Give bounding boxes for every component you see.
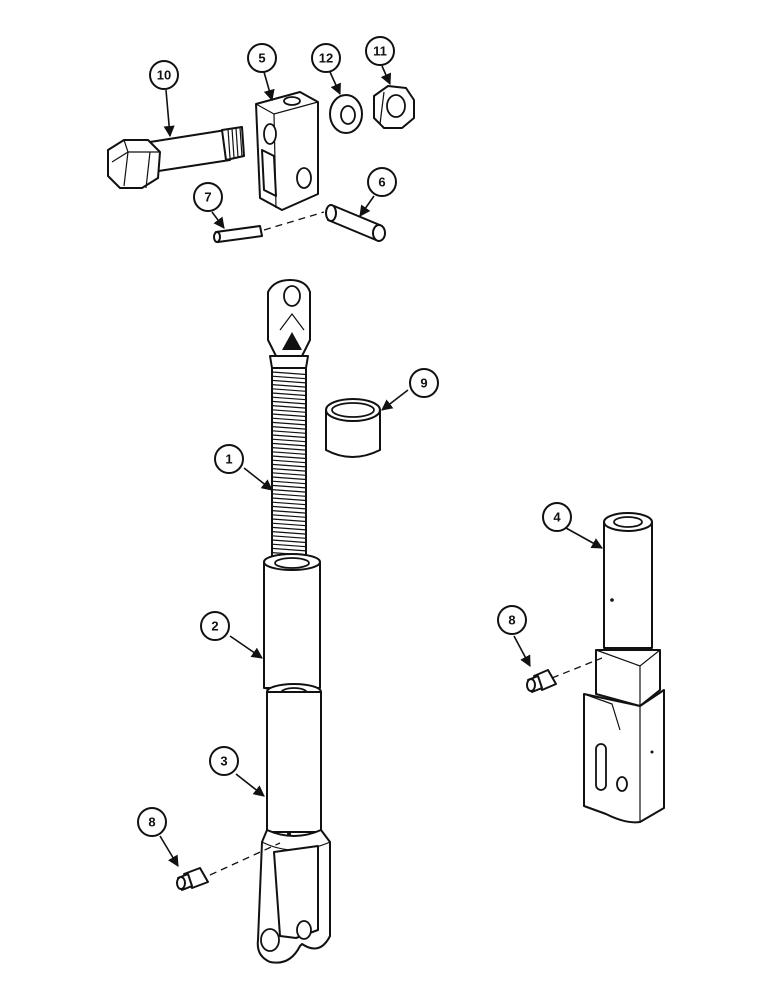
thread-line xyxy=(271,518,307,523)
thread-line xyxy=(271,493,307,497)
thread-line xyxy=(271,514,307,518)
thread-line xyxy=(271,388,307,392)
thread-line xyxy=(271,480,307,485)
callout-1: 1 xyxy=(214,444,244,474)
callout-11: 11 xyxy=(365,36,395,66)
thread-line xyxy=(271,531,307,535)
callout-7: 7 xyxy=(193,182,223,212)
thread-line xyxy=(271,526,307,531)
part-alt-clevis xyxy=(583,512,665,824)
thread-line xyxy=(271,539,307,544)
callout-10-label: 10 xyxy=(157,68,171,83)
thread-line xyxy=(271,463,307,468)
callout-8-right-label: 8 xyxy=(508,613,515,628)
thread-line xyxy=(271,409,307,413)
callout-3: 3 xyxy=(209,746,239,776)
callout-8-left: 8 xyxy=(137,807,167,837)
callout-4-label: 4 xyxy=(553,510,561,525)
thread-line xyxy=(271,371,307,376)
thread-line xyxy=(271,392,307,397)
part-bushing xyxy=(325,398,381,458)
thread-line xyxy=(271,505,307,510)
part-threaded-rod xyxy=(267,279,311,571)
callout-2: 2 xyxy=(200,611,230,641)
callout-3-label: 3 xyxy=(220,754,227,769)
thread-line xyxy=(271,497,307,502)
callout-12-label: 12 xyxy=(319,51,333,66)
callout-8-right: 8 xyxy=(497,605,527,635)
callout-leaders xyxy=(159,65,603,867)
thread-line xyxy=(271,489,307,493)
thread-line xyxy=(271,501,307,506)
callout-7-label: 7 xyxy=(204,190,211,205)
thread-line xyxy=(271,426,307,430)
callout-4: 4 xyxy=(542,502,572,532)
thread-line xyxy=(271,375,307,380)
callout-6-label: 6 xyxy=(378,175,385,190)
thread-line xyxy=(271,459,307,464)
part-lower-clevis xyxy=(256,683,331,964)
callout-10: 10 xyxy=(149,60,179,90)
callout-5: 5 xyxy=(247,43,277,73)
thread-line xyxy=(271,438,307,443)
callout-12: 12 xyxy=(311,43,341,73)
thread-line xyxy=(271,522,307,527)
thread-line xyxy=(271,417,307,422)
thread-line xyxy=(271,396,307,401)
thread-line xyxy=(271,405,307,409)
thread-line xyxy=(271,535,307,539)
thread-line xyxy=(271,472,307,476)
part-roll-pin xyxy=(213,225,263,243)
part-bolt xyxy=(107,126,245,189)
callout-9: 9 xyxy=(409,368,439,398)
part-nut xyxy=(373,85,415,129)
part-grease-fitting-right xyxy=(526,669,557,693)
callout-5-label: 5 xyxy=(258,51,265,66)
callout-6: 6 xyxy=(367,167,397,197)
thread-line xyxy=(271,442,307,447)
thread-line xyxy=(271,379,307,384)
thread-line xyxy=(271,384,307,388)
thread-line xyxy=(271,543,307,548)
thread-line xyxy=(271,510,307,514)
thread-line xyxy=(271,547,307,552)
callout-9-label: 9 xyxy=(420,376,427,391)
part-grease-fitting-left xyxy=(176,867,209,891)
callout-8-left-label: 8 xyxy=(148,815,155,830)
thread-line xyxy=(271,451,307,455)
thread-line xyxy=(271,476,307,481)
thread-line xyxy=(271,430,307,434)
thread-line xyxy=(271,455,307,460)
thread-line xyxy=(271,421,307,426)
thread-line xyxy=(271,434,307,439)
part-tube xyxy=(263,553,321,695)
callout-11-label: 11 xyxy=(373,44,387,59)
thread-line xyxy=(271,484,307,489)
callout-1-label: 1 xyxy=(225,452,232,467)
part-pin xyxy=(325,204,386,242)
part-washer xyxy=(329,94,363,134)
thread-line xyxy=(271,413,307,418)
thread-line xyxy=(271,468,307,472)
callout-2-label: 2 xyxy=(211,619,218,634)
part-clevis-block xyxy=(255,91,319,211)
thread-line xyxy=(271,447,307,451)
thread-line xyxy=(271,400,307,405)
